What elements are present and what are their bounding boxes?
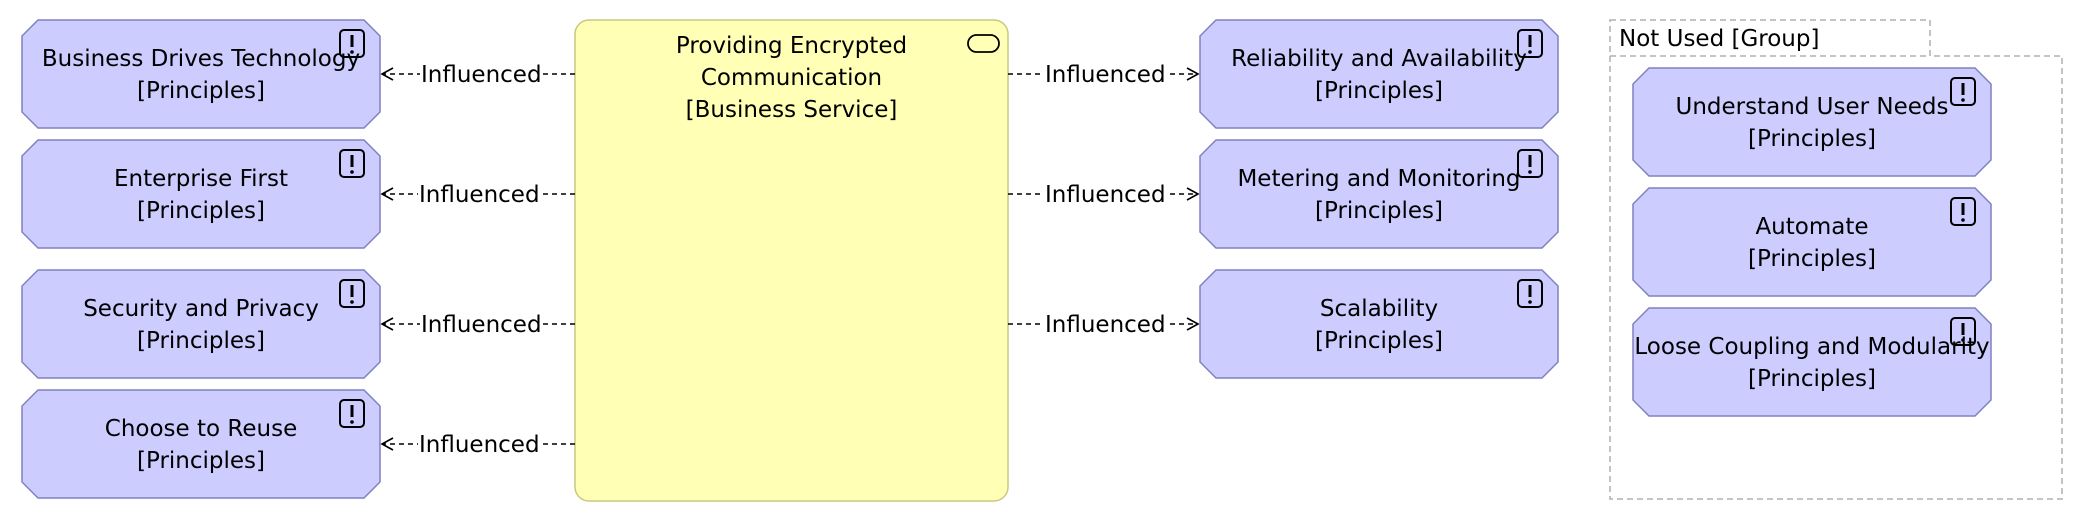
- principle-name: Reliability and Availability: [1231, 46, 1527, 72]
- principle-name: Scalability: [1319, 296, 1439, 322]
- principle-icon-frame: [339, 149, 365, 178]
- principle-icon-dot: [1961, 98, 1965, 102]
- group-frame[interactable]: [1609, 19, 2063, 500]
- principle-icon-dot: [350, 420, 354, 424]
- principle-icon-frame: [1950, 77, 1976, 106]
- relation-label: Influenced: [418, 431, 541, 459]
- principle-icon-frame: [1950, 197, 1976, 226]
- principle-type: [Principles]: [137, 198, 265, 224]
- principle-type: [Principles]: [1315, 328, 1443, 354]
- business-service-label: Providing Encrypted Communication [Busin…: [575, 30, 1008, 126]
- principle-icon-dot: [350, 50, 354, 54]
- relation-label: Influenced: [418, 181, 541, 209]
- principle-node[interactable]: [21, 139, 381, 249]
- principle-exclamation-icon: [1517, 29, 1543, 58]
- principle-exclamation-icon: [1517, 279, 1543, 308]
- principle-label: Enterprise First [Principles]: [22, 163, 380, 227]
- principle-exclamation-icon: [1950, 77, 1976, 106]
- principle-icon-frame: [1517, 279, 1543, 308]
- relation-label: Influenced: [420, 311, 543, 339]
- principle-type: [Principles]: [1315, 78, 1443, 104]
- relation-label: Influenced: [1044, 311, 1167, 339]
- relation-label: Influenced: [1044, 61, 1167, 89]
- principle-icon-dot: [1528, 50, 1532, 54]
- principle-label: Security and Privacy [Principles]: [22, 293, 380, 357]
- principle-exclamation-icon: [339, 399, 365, 428]
- principle-icon-dot: [1961, 218, 1965, 222]
- principle-icon-frame: [1517, 29, 1543, 58]
- principle-name: Enterprise First: [113, 166, 289, 192]
- group-item-label: Automate [Principles]: [1633, 211, 1991, 275]
- group-principle-node[interactable]: [1632, 307, 1992, 417]
- relation-label: Influenced: [1044, 181, 1167, 209]
- principle-exclamation-icon: [1517, 149, 1543, 178]
- group-principle-node[interactable]: [1632, 187, 1992, 297]
- principle-icon-dot: [1961, 338, 1965, 342]
- group-title: Not Used [Group]: [1619, 26, 1820, 52]
- principle-name: Security and Privacy: [83, 296, 319, 322]
- business-service-type: [Business Service]: [685, 97, 898, 123]
- business-service-name-line1: Providing Encrypted: [675, 33, 908, 59]
- group-principle-node[interactable]: [1632, 67, 1992, 177]
- principle-type: [Principles]: [1315, 198, 1443, 224]
- principle-type: [Principles]: [1748, 126, 1876, 152]
- principle-node[interactable]: [1199, 19, 1559, 129]
- principle-type: [Principles]: [137, 78, 265, 104]
- principle-icon-dot: [350, 300, 354, 304]
- principles-layer: [21, 19, 1992, 499]
- business-service-node[interactable]: [574, 19, 1009, 502]
- principle-type: [Principles]: [137, 448, 265, 474]
- principle-exclamation-icon: [339, 29, 365, 58]
- business-service-name-line2: Communication: [700, 65, 883, 91]
- principle-label: Scalability [Principles]: [1200, 293, 1558, 357]
- principle-exclamation-icon: [1950, 317, 1976, 346]
- principle-node[interactable]: [21, 269, 381, 379]
- principle-type: [Principles]: [1748, 366, 1876, 392]
- principle-label: Reliability and Availability [Principles…: [1200, 43, 1558, 107]
- principle-icon-frame: [1517, 149, 1543, 178]
- business-service-icon: [967, 34, 1000, 53]
- principle-node[interactable]: [21, 389, 381, 499]
- principle-exclamation-icon: [339, 149, 365, 178]
- principle-name: Metering and Monitoring: [1237, 166, 1521, 192]
- principle-type: [Principles]: [137, 328, 265, 354]
- principle-name: Choose to Reuse: [104, 416, 298, 442]
- principle-icon-dot: [1528, 170, 1532, 174]
- relation-label: Influenced: [420, 61, 543, 89]
- principle-label: Metering and Monitoring [Principles]: [1200, 163, 1558, 227]
- principle-node[interactable]: [1199, 269, 1559, 379]
- principle-type: [Principles]: [1748, 246, 1876, 272]
- principle-icon-frame: [339, 29, 365, 58]
- principle-exclamation-icon: [339, 279, 365, 308]
- principle-icon-frame: [1950, 317, 1976, 346]
- principle-icon-dot: [1528, 300, 1532, 304]
- principle-exclamation-icon: [1950, 197, 1976, 226]
- principle-node[interactable]: [1199, 139, 1559, 249]
- principle-label: Business Drives Technology [Principles]: [22, 43, 380, 107]
- principle-name: Business Drives Technology: [41, 46, 361, 72]
- principle-icon-frame: [339, 399, 365, 428]
- group-item-label: Loose Coupling and Modularity [Principle…: [1633, 331, 1991, 395]
- group-item-label: Understand User Needs [Principles]: [1633, 91, 1991, 155]
- principle-name: Loose Coupling and Modularity: [1634, 334, 1990, 360]
- principle-label: Choose to Reuse [Principles]: [22, 413, 380, 477]
- principle-icon-dot: [350, 170, 354, 174]
- principle-name: Understand User Needs: [1675, 94, 1949, 120]
- principle-name: Automate: [1755, 214, 1869, 240]
- principle-node[interactable]: [21, 19, 381, 129]
- principle-icon-frame: [339, 279, 365, 308]
